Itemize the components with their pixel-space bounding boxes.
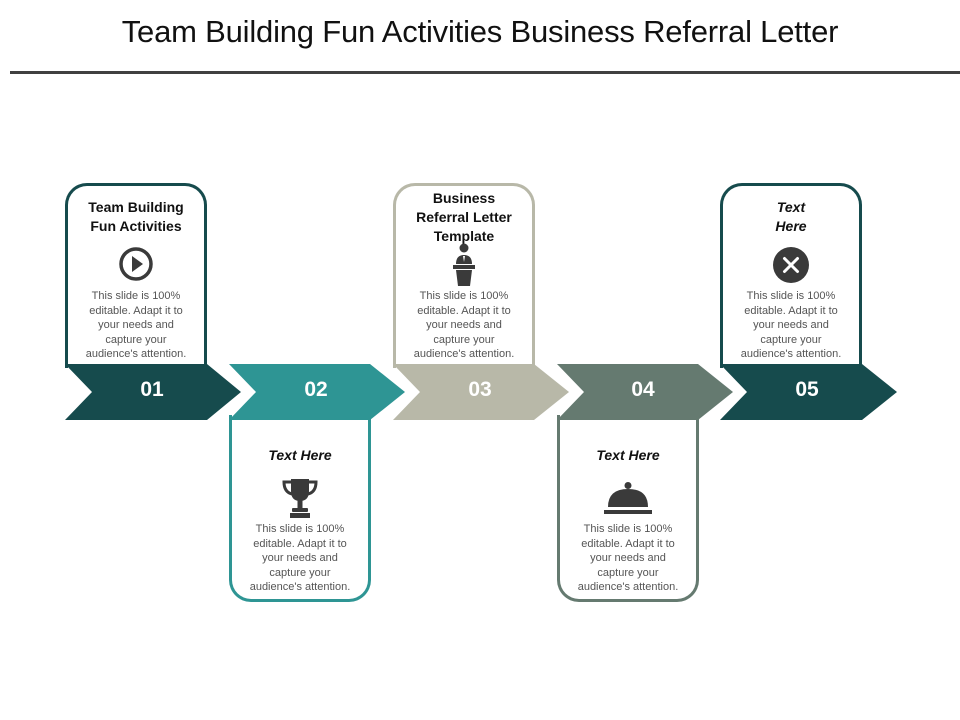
step-number-02: 02: [304, 378, 328, 401]
step-card-02: Text Here This slide is 100% editable. A…: [229, 415, 371, 602]
step-body-03: This slide is 100% editable. Adapt it to…: [413, 290, 515, 360]
step-card-05: Text Here This slide is 100% editable. A…: [720, 183, 862, 368]
step-body-01: This slide is 100% editable. Adapt it to…: [85, 290, 187, 360]
chevron-02: [229, 364, 405, 420]
step-number-03: 03: [468, 378, 492, 401]
step-card-03: Business Referral Letter Template This s…: [393, 183, 535, 368]
trophy-icon: [282, 479, 318, 518]
play-circle-icon: [119, 247, 153, 281]
step-body-05: This slide is 100% editable. Adapt it to…: [740, 290, 842, 360]
step-number-04: 04: [631, 378, 655, 401]
step-body-04: This slide is 100% editable. Adapt it to…: [577, 523, 679, 593]
step-body-02: This slide is 100% editable. Adapt it to…: [249, 523, 351, 593]
step-card-04: Text Here This slide is 100% editable. A…: [557, 415, 699, 602]
chevron-01: [65, 364, 241, 420]
step-heading-01: Team Building Fun Activities: [88, 199, 184, 234]
slide-title: Team Building Fun Activities Business Re…: [121, 14, 839, 49]
step-number-05: 05: [795, 378, 819, 401]
chevron-05: [720, 364, 897, 420]
step-heading-04: Text Here: [596, 447, 660, 463]
speaker-podium-icon: [453, 243, 475, 286]
step-heading-05: Text Here: [775, 199, 807, 234]
step-heading-02: Text Here: [268, 447, 332, 463]
step-card-01: Team Building Fun Activities This slide …: [65, 183, 207, 368]
chevron-03: [393, 364, 569, 420]
step-number-01: 01: [140, 378, 164, 401]
chevron-04: [557, 364, 733, 420]
title-divider: [10, 71, 960, 74]
step-heading-03: Business Referral Letter Template: [416, 190, 512, 244]
cloche-icon: [604, 482, 652, 514]
close-circle-icon: [773, 247, 809, 283]
